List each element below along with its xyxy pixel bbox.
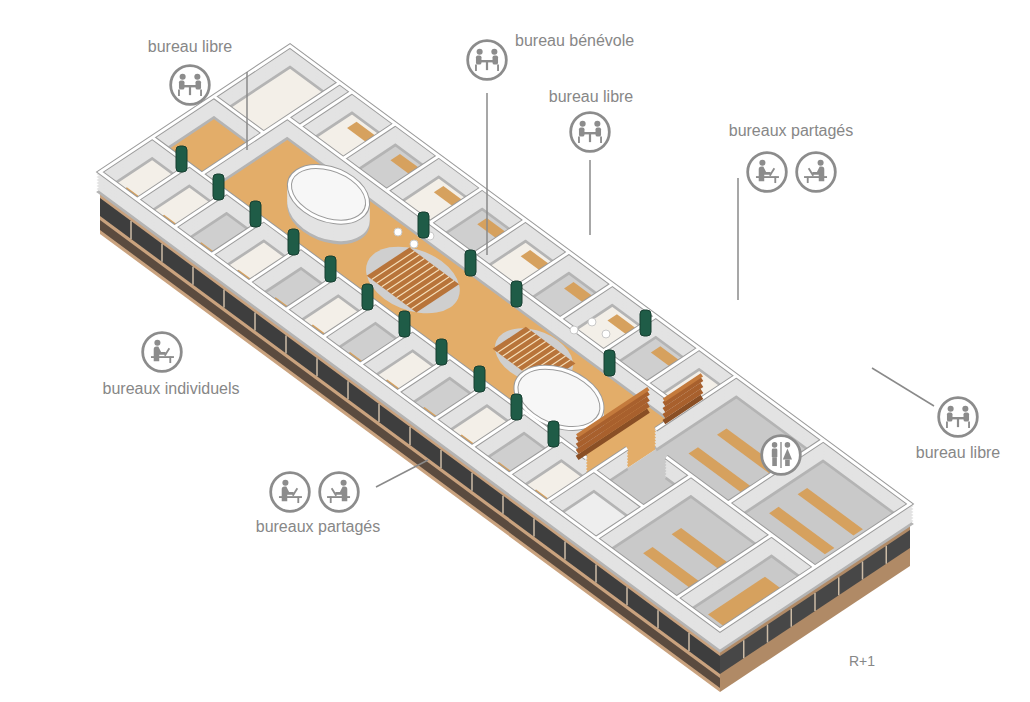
illustration-part (486, 93, 488, 255)
illustration-part (797, 153, 836, 192)
illustration-part (325, 256, 336, 282)
illustration-part (246, 72, 248, 150)
illustration-part (410, 240, 418, 248)
illustration-part (798, 488, 863, 536)
illustration-part (250, 201, 261, 227)
illustration-part (748, 153, 787, 192)
illustration-part (376, 460, 428, 487)
illustration-part (577, 367, 702, 451)
illustration-part (100, 46, 910, 630)
illustration-part (737, 178, 739, 300)
illustration-part (511, 394, 522, 420)
callout-label: bureaux individuels (103, 379, 240, 398)
illustration-part (436, 339, 447, 365)
illustration-part (213, 174, 224, 200)
illustration-part (418, 212, 429, 238)
illustration-part (468, 41, 507, 80)
lamps (394, 228, 610, 338)
illustration-part (602, 330, 610, 338)
acoustic-panels (176, 146, 651, 447)
illustration-part (672, 528, 731, 571)
illustration-part (367, 248, 459, 313)
illustration-part (372, 251, 454, 309)
callout-label: bureaux partagés (729, 121, 854, 140)
illustration-part (100, 46, 910, 630)
illustration-part (872, 368, 934, 406)
callout-label: bureau libre (549, 87, 634, 106)
illustration-part (640, 310, 651, 336)
illustration-part (288, 229, 299, 255)
illustration-part (171, 66, 210, 105)
illustration-part (271, 473, 310, 512)
illustration-part (589, 160, 591, 235)
illustration-part (571, 113, 610, 152)
illustration-part (762, 436, 801, 475)
illustration-part (176, 146, 187, 172)
illustration-part (548, 421, 559, 447)
callout-label: bureau libre (916, 443, 1001, 462)
illustration-part (394, 228, 402, 236)
illustration-part (939, 398, 978, 437)
illustration-part (570, 326, 578, 334)
icons (143, 41, 978, 512)
illustration-part (604, 350, 615, 376)
callout-label: bureau libre (148, 37, 233, 56)
floor-level: R+1 (849, 653, 875, 670)
callout-label: bureaux partagés (256, 517, 381, 536)
walls (100, 46, 910, 650)
illustration-part (465, 250, 476, 276)
illustration-part (143, 333, 182, 372)
illustration-part (588, 318, 596, 326)
illustration-part (399, 311, 410, 337)
illustration-part (511, 281, 522, 307)
illustration-part (577, 363, 702, 447)
illustration-part (362, 284, 373, 310)
illustration-part (474, 366, 485, 392)
leader-lines (247, 72, 934, 487)
callout-label: bureau bénévole (515, 31, 634, 50)
illustration-part (320, 473, 359, 512)
